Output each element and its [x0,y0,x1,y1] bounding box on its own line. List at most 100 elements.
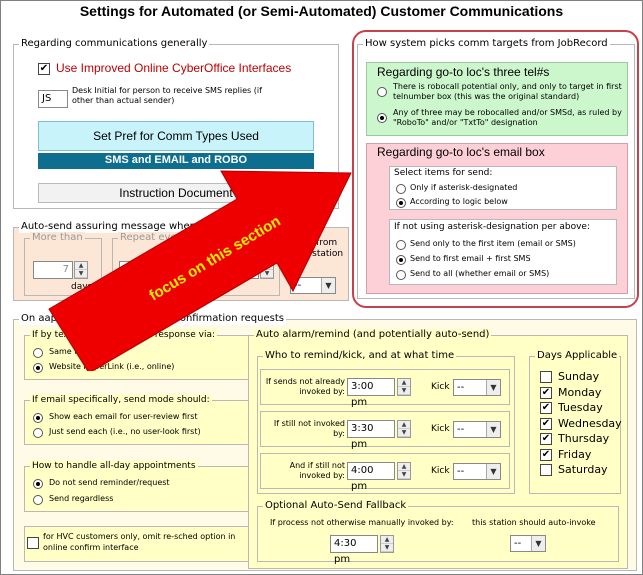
first-item-radio[interactable] [396,240,406,250]
asterisk-only-label: Only if asterisk-designated [410,183,518,192]
remind-row-2-kick-label: Kick [431,424,450,434]
arrow-shape [48,170,352,371]
fallback-box: Optional Auto-Send Fallback If process n… [257,500,619,565]
remind-row-1: If sends not already invoked by: 3:00 pm… [260,369,510,408]
just-send-radio[interactable] [33,428,43,438]
alarm-legend: Auto alarm/remind (and potentially auto-… [254,329,492,341]
remind-row-3-time[interactable]: 4:00 pm [347,462,395,492]
send-regardless-label: Send regardless [49,494,114,503]
send-all-label: Send to all (whether email or SMS) [410,269,550,278]
day-4-checkbox[interactable]: ✔ [540,433,552,445]
picks-legend: How system picks comm targets from JobRe… [363,38,610,50]
auto-send-station-value: -- [294,280,302,291]
first-item-label: Send only to the first item (email or SM… [410,239,576,248]
repeat-label: Repeat eve [118,232,179,244]
remind-row-3: And if still not invoked by: 4:00 pm ▲▼ … [260,453,510,492]
mode-box: If email specifically, send mode should:… [24,394,250,445]
day-2-label: Tuesday [558,401,603,414]
hvc-label: for HVC customers only, omit re-sched op… [43,532,236,552]
alarm-group: Auto alarm/remind (and potentially auto-… [248,329,628,569]
improved-interfaces-label: Use Improved Online CyberOffice Interfac… [56,61,292,75]
remind-row-2: If still not invoked by: 3:30 pm ▲▼ Kick… [260,411,510,450]
more-than-label: More than [30,232,85,244]
day-4-label: Thursday [558,432,610,445]
remind-row-3-kick-value: -- [457,466,465,477]
hyperlink-radio[interactable] [33,363,43,373]
remind-row-1-kick-dropdown[interactable]: --▼ [453,379,501,396]
remind-row-3-label: And if still not invoked by: [289,461,345,480]
day-5-checkbox[interactable]: ✔ [540,448,552,461]
days-legend: Days Applicable [535,350,620,362]
hyperlink-label: Website HyperLink (i.e., online) [49,362,175,371]
remind-row-2-kick-value: -- [457,424,465,435]
email-box: Regarding go-to loc's email box Select i… [366,143,628,294]
tel-option-2-label: Any of three may be robocalled and/or SM… [393,108,622,127]
tel-box: Regarding go-to loc's three tel#s There … [366,62,628,136]
review-first-radio[interactable] [33,413,43,423]
email-title: Regarding go-to loc's email box [377,145,545,159]
fallback-time[interactable]: 4:30 pm [330,535,378,565]
just-send-label: Just send each (i.e., no user-look first… [49,427,201,436]
day-0-label: Sunday [558,370,600,383]
no-reminder-radio[interactable] [33,479,43,489]
chevron-down-icon: ▼ [531,536,545,551]
improved-interfaces-checkbox[interactable]: ✔ [38,63,50,75]
auto-send-station-dropdown[interactable]: -- ▼ [290,277,336,294]
day-2-checkbox[interactable]: ✔ [540,402,552,414]
select-items-legend: Select items for send: [394,168,493,178]
days-input[interactable]: 7 [33,261,73,279]
remind-row-2-time[interactable]: 3:30 pm [347,420,395,450]
remind-row-1-spinner[interactable]: ▲▼ [397,378,411,396]
desk-initial-input[interactable]: JS [38,90,68,108]
day-1-label: Monday [558,385,602,399]
same-kind-radio[interactable] [33,348,43,358]
remind-row-3-kick-label: Kick [431,466,450,476]
asterisk-only-radio[interactable] [396,184,406,194]
remind-row-2-kick-dropdown[interactable]: -- ▼ [453,421,501,438]
review-first-label: Show each email for user-review first [49,412,198,421]
send-regardless-radio[interactable] [33,495,43,505]
auto-send-legend: Auto-send assuring message when pa [19,221,214,233]
remind-row-1-kick-label: Kick [431,382,450,392]
if-not-box: If not using asterisk-designation per ab… [389,219,617,285]
chevron-down-icon: ▼ [486,422,500,437]
tel-title: Regarding go-to loc's three tel#s [377,65,550,79]
day-3-checkbox[interactable]: ✔ [540,417,552,430]
day-1-checkbox[interactable]: ✔ [540,386,552,399]
remind-row-3-kick-dropdown[interactable]: --▼ [453,463,501,480]
logic-below-label: According to logic below [410,197,508,206]
days-spinner[interactable]: ▲▼ [74,261,88,279]
remind-row-3-spinner[interactable]: ▲▼ [397,462,411,480]
first-email-sms-radio[interactable] [396,255,406,265]
first-email-sms-label: Send to first email + first SMS [410,254,531,263]
send-all-radio[interactable] [396,270,406,280]
remind-row-2-spinner[interactable]: ▲▼ [397,420,411,438]
auto-send-station-label: o it from this station [292,238,344,259]
hvc-box: for HVC customers only, omit re-sched op… [24,526,250,562]
day-5-label: Friday [558,447,592,461]
tel-option-2-radio[interactable] [377,113,387,123]
chevron-down-icon: ▼ [321,278,335,293]
hvc-checkbox[interactable] [27,537,39,549]
fallback-label: If process not otherwise manually invoke… [270,518,454,527]
days-label: days [71,282,93,292]
who-box: Who to remind/kick, and at what time If … [257,350,515,494]
day-0-checkbox[interactable] [540,371,552,383]
mode-legend: If email specifically, send mode should: [30,394,212,406]
allday-legend: How to handle all-day appointments [30,460,198,472]
station-auto-dropdown[interactable]: -- ▼ [510,535,546,552]
tel-option-1-label: There is robocall potential only, and on… [393,82,622,101]
sms-email-robo-button[interactable]: SMS and EMAIL and ROBO [38,153,314,169]
tel-option-1-radio[interactable] [377,87,387,97]
general-legend: Regarding communications generally [19,38,210,50]
set-pref-button[interactable]: Set Pref for Comm Types Used [38,121,314,151]
remind-row-2-label: If still not invoked by: [273,419,345,438]
day-6-label: Saturday [558,463,608,476]
station-auto-value: -- [514,538,522,549]
fallback-spinner[interactable]: ▲▼ [380,535,394,553]
logic-below-radio[interactable] [396,198,406,208]
select-items-box: Select items for send: Only if asterisk-… [389,166,617,210]
remind-row-1-time[interactable]: 3:00 pm [347,378,395,408]
day-6-checkbox[interactable] [540,464,552,476]
